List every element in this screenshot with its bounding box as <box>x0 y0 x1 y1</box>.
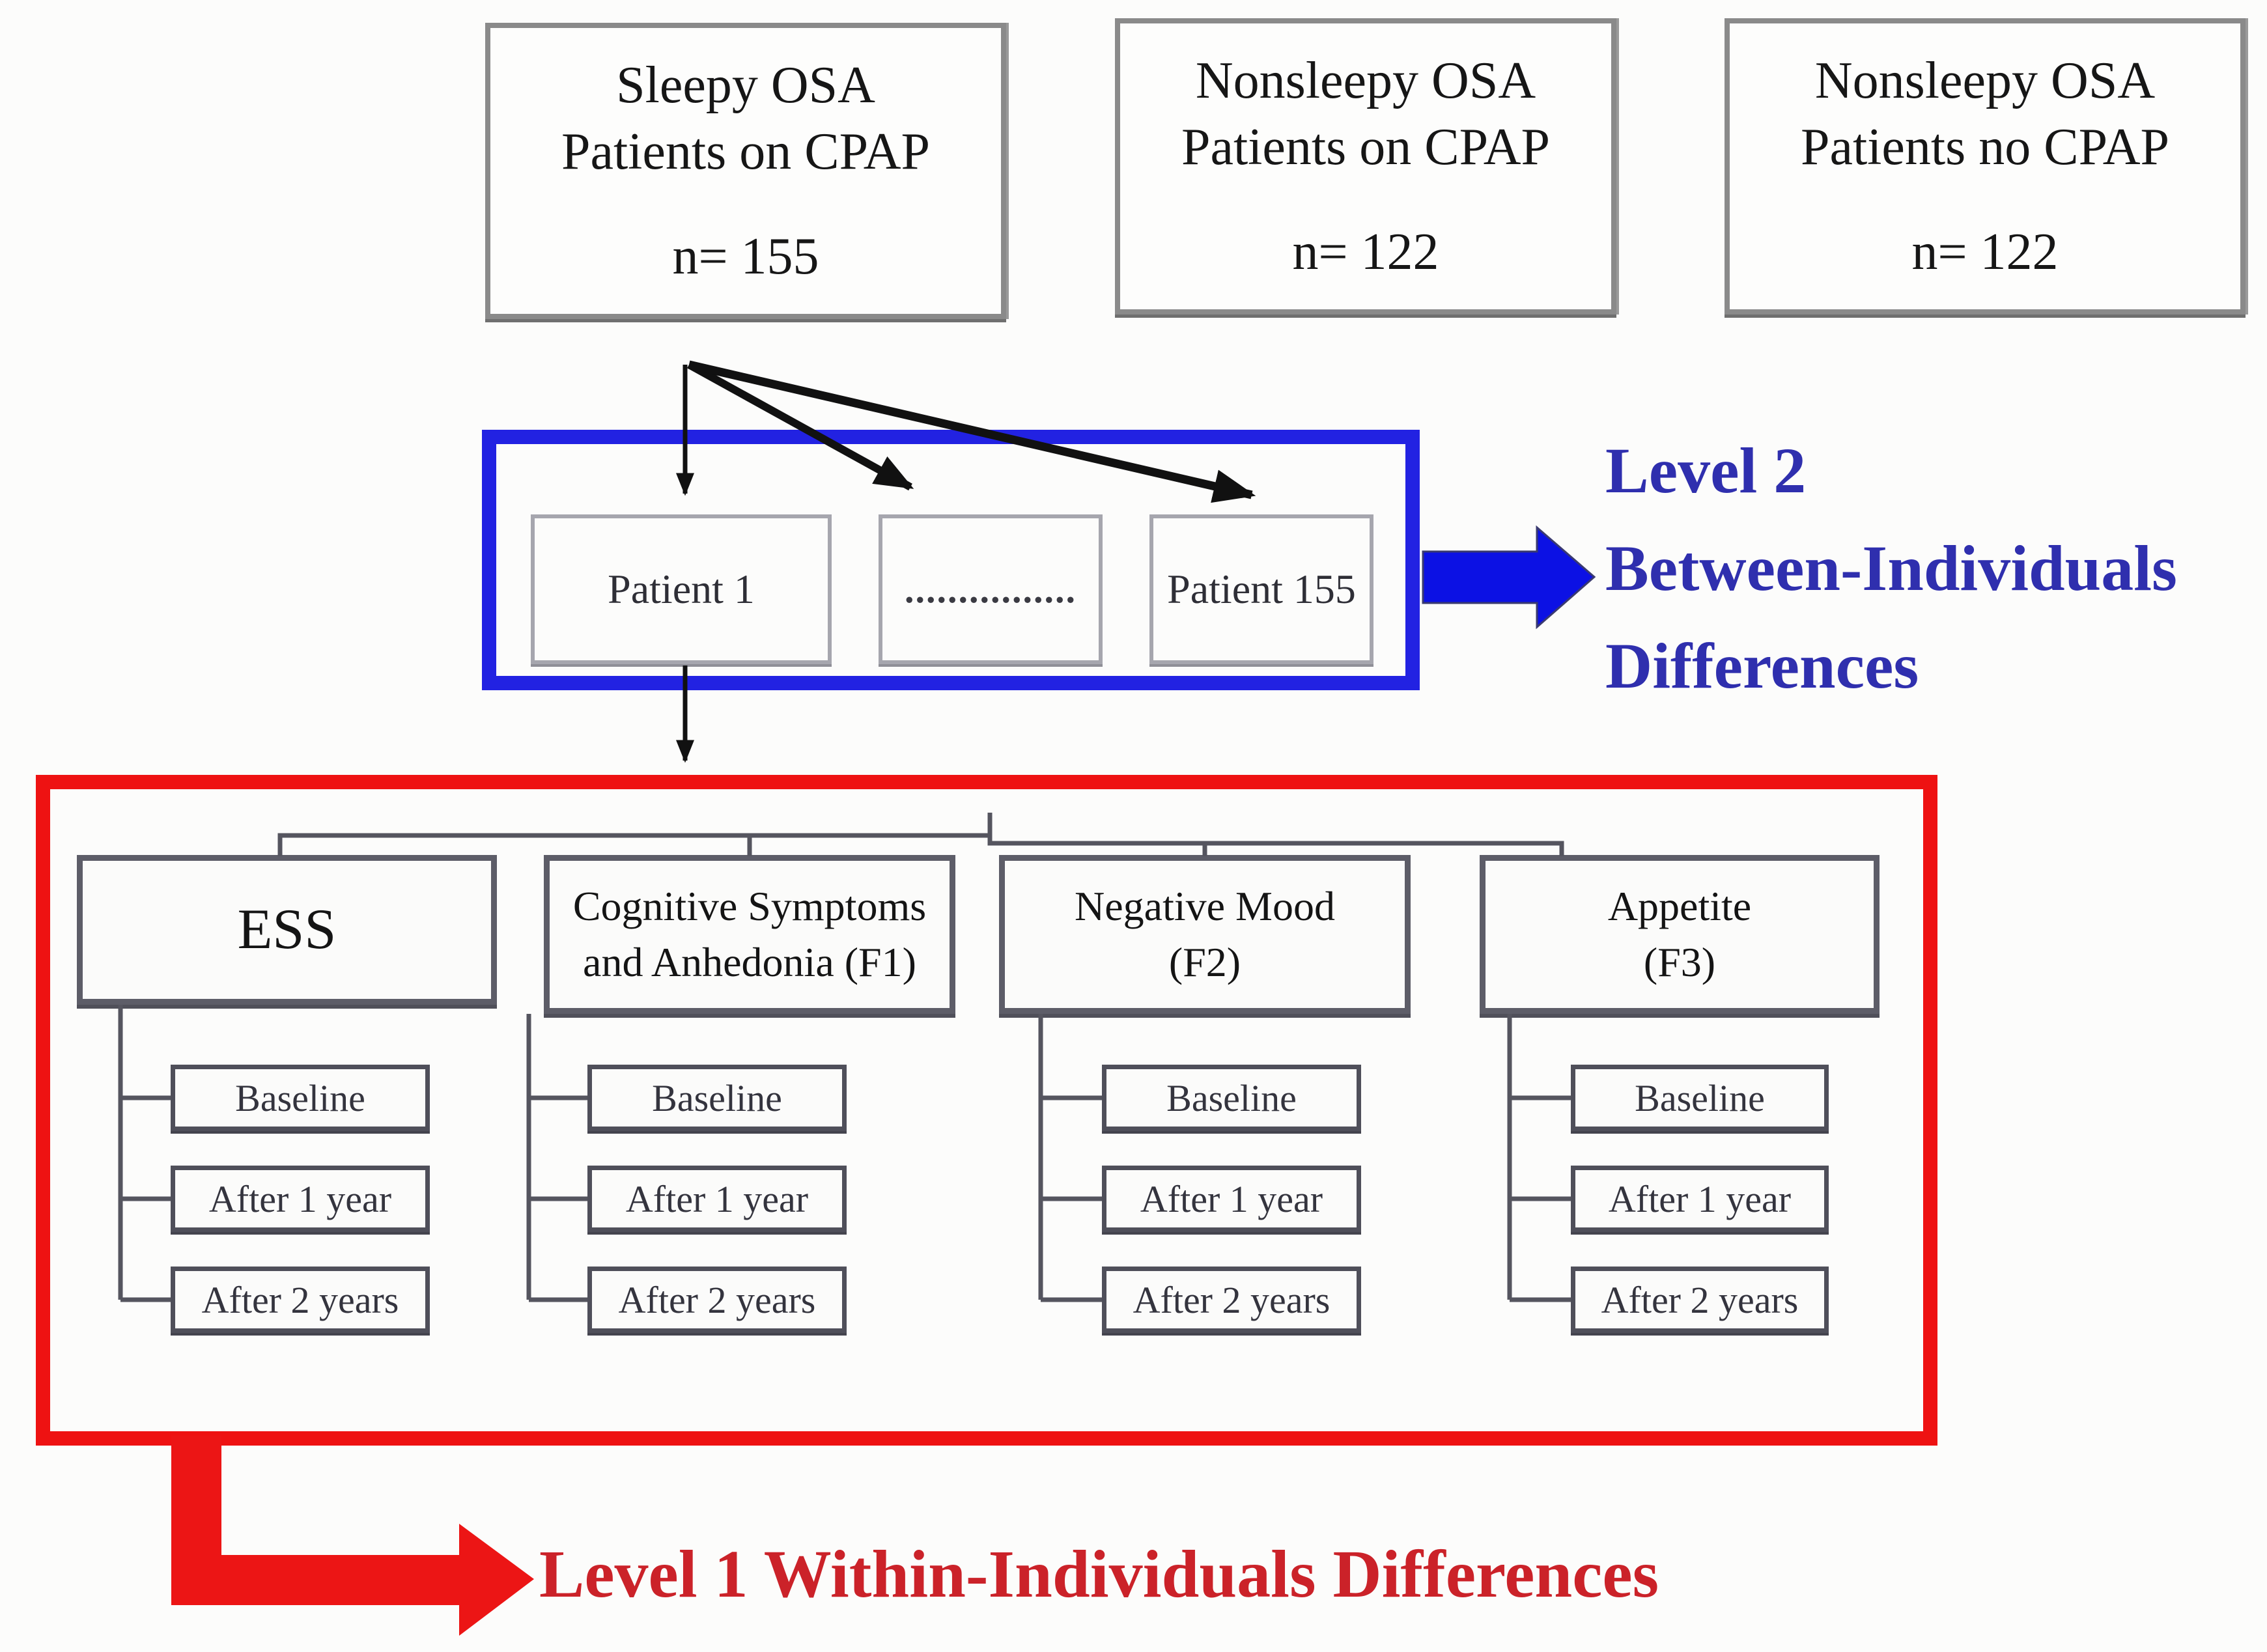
cohort-line: Patients on CPAP <box>561 123 931 181</box>
patient-155-box: Patient 155 <box>1149 514 1373 664</box>
cohort-n: n= 155 <box>672 227 819 285</box>
factor-box-ess: ESS <box>77 855 497 1005</box>
factor-box-appetite-f3: Appetite (F3) <box>1480 855 1880 1014</box>
level2-label-line3: Differences <box>1605 630 1919 702</box>
cohort-box-sleepy-cpap: Sleepy OSA Patients on CPAP n= 155 <box>485 23 1006 319</box>
timepoint-box-f2-after-2-years: After 2 years <box>1102 1267 1361 1333</box>
cohort-box-nonsleepy-no-cpap: Nonsleepy OSA Patients no CPAP n= 122 <box>1725 18 2246 315</box>
timepoint-box-ess-baseline: Baseline <box>171 1065 430 1131</box>
level2-label: Level 2 Between-Individuals Differences <box>1605 422 2177 715</box>
factor-title: Negative Mood <box>1075 882 1335 929</box>
patient-1-label: Patient 1 <box>608 566 755 612</box>
cohort-line: Patients on CPAP <box>1181 119 1551 176</box>
cohort-n: n= 122 <box>1911 223 2059 281</box>
level2-label-line1: Level 2 <box>1605 434 1807 507</box>
timepoint-label: After 2 years <box>201 1278 399 1321</box>
timepoint-label: Baseline <box>652 1076 782 1119</box>
cohort-line: Patients no CPAP <box>1800 119 2170 176</box>
timepoint-label: Baseline <box>235 1076 365 1119</box>
factor-box-negative-mood-f2: Negative Mood (F2) <box>999 855 1411 1014</box>
patient-ellipsis-box: ................ <box>879 514 1103 664</box>
factor-title: Cognitive Symptoms <box>572 882 927 929</box>
timepoint-label: After 2 years <box>1133 1278 1331 1321</box>
timepoint-label: Baseline <box>1166 1076 1297 1119</box>
level1-block-arrow <box>171 1436 534 1636</box>
timepoint-box-f1-after-1-year: After 1 year <box>587 1166 847 1232</box>
cohort-line: Nonsleepy OSA <box>1195 51 1536 109</box>
timepoint-box-f3-after-1-year: After 1 year <box>1571 1166 1829 1232</box>
level2-label-line2: Between-Individuals <box>1605 532 2177 604</box>
patient-ellipsis: ................ <box>905 568 1077 611</box>
timepoint-box-f1-after-2-years: After 2 years <box>587 1267 847 1333</box>
timepoint-box-f1-baseline: Baseline <box>587 1065 847 1131</box>
level2-block-arrow <box>1422 525 1596 630</box>
timepoint-box-ess-after-2-years: After 2 years <box>171 1267 430 1333</box>
timepoint-label: After 1 year <box>208 1177 392 1220</box>
cohort-line: Sleepy OSA <box>616 56 875 114</box>
factor-subtitle: (F3) <box>1643 939 1716 985</box>
timepoint-box-f3-after-2-years: After 2 years <box>1571 1267 1829 1333</box>
timepoint-box-ess-after-1-year: After 1 year <box>171 1166 430 1232</box>
cohort-n: n= 122 <box>1292 223 1439 281</box>
cohort-line: Nonsleepy OSA <box>1814 51 2156 109</box>
factor-title: Appetite <box>1607 882 1752 929</box>
level1-label: Level 1 Within-Individuals Differences <box>539 1537 1659 1612</box>
patient-1-box: Patient 1 <box>531 514 832 664</box>
timepoint-label: After 2 years <box>1601 1278 1799 1321</box>
timepoint-label: After 2 years <box>618 1278 816 1321</box>
cohort-box-nonsleepy-cpap: Nonsleepy OSA Patients on CPAP n= 122 <box>1115 18 1616 315</box>
factor-box-cognitive-f1: Cognitive Symptoms and Anhedonia (F1) <box>544 855 955 1014</box>
timepoint-label: Baseline <box>1635 1076 1765 1119</box>
timepoint-label: After 1 year <box>625 1177 809 1220</box>
timepoint-box-f2-baseline: Baseline <box>1102 1065 1361 1131</box>
patient-155-label: Patient 155 <box>1167 566 1356 612</box>
timepoint-box-f3-baseline: Baseline <box>1571 1065 1829 1131</box>
factor-subtitle: (F2) <box>1168 939 1241 985</box>
timepoint-label: After 1 year <box>1608 1177 1792 1220</box>
factor-title: ESS <box>237 897 337 961</box>
timepoint-box-f2-after-1-year: After 1 year <box>1102 1166 1361 1232</box>
timepoint-label: After 1 year <box>1140 1177 1323 1220</box>
factor-subtitle: and Anhedonia (F1) <box>583 939 916 985</box>
